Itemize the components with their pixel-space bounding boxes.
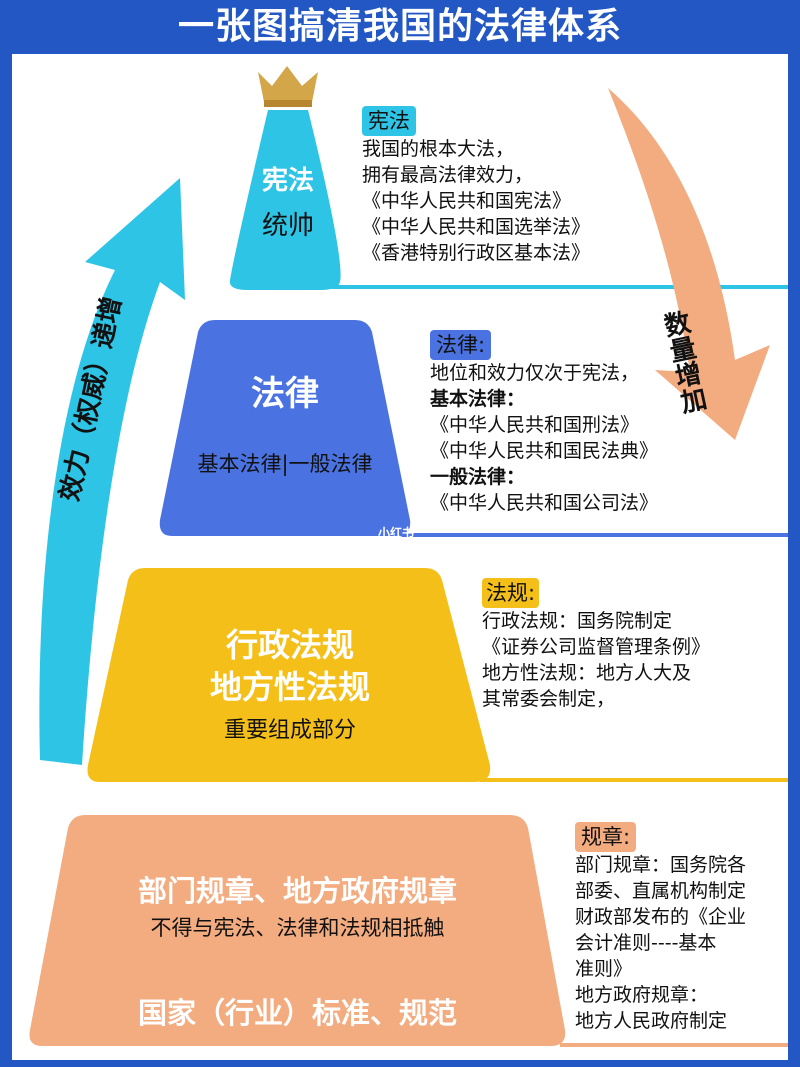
constitution-desc: 宪法 我国的根本大法， 拥有最高法律效力， 《中华人民共和国宪法》 《中华人民共… bbox=[362, 106, 590, 266]
constitution-shape-subtitle: 统帅 bbox=[261, 211, 314, 241]
desc-line: 我国的根本大法， bbox=[362, 138, 515, 160]
quantity-increase-arrow bbox=[608, 88, 770, 440]
desc-line: 地方性法规：地方人大及 bbox=[482, 662, 692, 684]
desc-line: 财政部发布的《企业 bbox=[575, 906, 747, 928]
law-trapezoid bbox=[159, 320, 411, 536]
law-shape-subtitle: 基本法律|一般法律 bbox=[197, 452, 373, 476]
rules-shape-subtitle: 不得与宪法、法律和法规相抵触 bbox=[150, 916, 445, 940]
watermark: 小红书 bbox=[378, 526, 415, 540]
regulation-trapezoid bbox=[87, 568, 491, 782]
desc-line: 行政法规：国务院制定 bbox=[482, 610, 673, 632]
desc-line: 部委、直属机构制定 bbox=[575, 880, 747, 902]
authority-increase-arrow bbox=[39, 178, 185, 765]
regulation-shape-title-2: 地方性法规 bbox=[209, 668, 370, 706]
desc-line: 地方政府规章： bbox=[575, 984, 709, 1006]
regulation-shape-subtitle: 重要组成部分 bbox=[223, 718, 356, 743]
law-shape-title: 法律 bbox=[251, 374, 319, 414]
law-desc: 法律: 地位和效力仅次于宪法， 基本法律： 《中华人民共和国刑法》 《中华人民共… bbox=[430, 330, 658, 516]
desc-line: 基本法律： bbox=[430, 388, 526, 410]
regulation-tag: 法规: bbox=[482, 578, 540, 608]
rules-tag: 规章: bbox=[575, 822, 637, 852]
desc-line: 《中华人民共和国宪法》 bbox=[362, 190, 572, 212]
desc-line: 部门规章：国务院各 bbox=[575, 854, 747, 876]
desc-line: 一般法律： bbox=[430, 466, 526, 488]
desc-line: 《中华人民共和国民法典》 bbox=[430, 440, 659, 462]
divider-rules bbox=[560, 1043, 788, 1047]
constitution-cone bbox=[229, 110, 341, 290]
desc-line: 《中华人民共和国刑法》 bbox=[430, 414, 640, 436]
desc-line: 《香港特别行政区基本法》 bbox=[362, 242, 591, 264]
rules-shape-footer: 国家（行业）标准、规范 bbox=[137, 996, 457, 1030]
desc-line: 准则》 bbox=[575, 958, 633, 980]
divider-regulation bbox=[480, 778, 788, 782]
desc-line: 其常委会制定， bbox=[482, 688, 616, 710]
divider-constitution bbox=[290, 285, 788, 289]
desc-line: 拥有最高法律效力， bbox=[362, 164, 534, 186]
desc-line: 地方人民政府制定 bbox=[575, 1010, 728, 1032]
desc-line: 《中华人民共和国公司法》 bbox=[430, 492, 659, 514]
constitution-tag: 宪法 bbox=[362, 106, 416, 136]
desc-line: 《中华人民共和国选举法》 bbox=[362, 216, 591, 238]
desc-line: 地位和效力仅次于宪法， bbox=[430, 362, 640, 384]
constitution-shape-title: 宪法 bbox=[261, 166, 314, 196]
crown-icon bbox=[258, 66, 318, 107]
desc-line: 《证券公司监督管理条例》 bbox=[482, 636, 711, 658]
divider-law bbox=[400, 533, 788, 537]
regulation-shape-title-1: 行政法规 bbox=[225, 626, 354, 664]
regulation-desc: 法规: 行政法规：国务院制定 《证券公司监督管理条例》 地方性法规：地方人大及 … bbox=[482, 578, 710, 712]
rules-desc: 规章: 部门规章：国务院各 部委、直属机构制定 财政部发布的《企业 会计准则--… bbox=[575, 822, 746, 1034]
rules-shape-title: 部门规章、地方政府规章 bbox=[137, 874, 457, 908]
page-title: 一张图搞清我国的法律体系 bbox=[177, 6, 622, 47]
desc-line: 会计准则----基本 bbox=[575, 932, 717, 954]
rules-trapezoid bbox=[29, 815, 566, 1046]
law-tag: 法律: bbox=[430, 330, 492, 360]
